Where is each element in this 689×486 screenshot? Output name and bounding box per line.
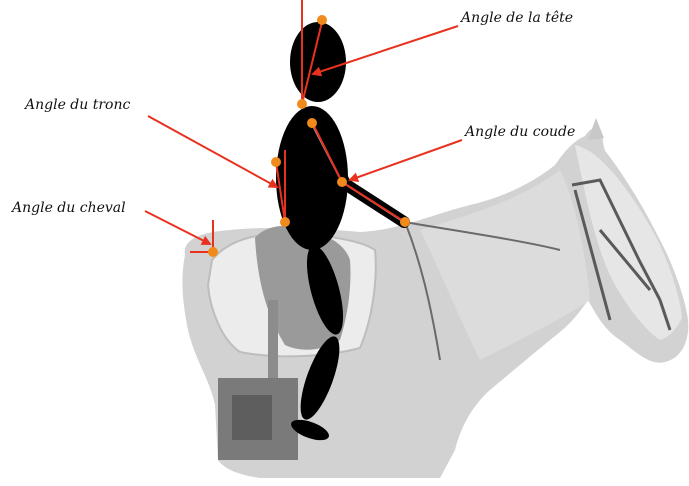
elbow-marker: [337, 177, 347, 187]
rider-head: [290, 22, 346, 102]
label-trunk-angle: Angle du tronc: [25, 97, 130, 113]
elbow-arrow: [350, 140, 462, 180]
shoulder-marker: [307, 118, 317, 128]
horse-ear: [588, 118, 604, 140]
label-horse-angle: Angle du cheval: [12, 200, 126, 216]
elbow-fore-line: [342, 182, 405, 222]
horse-arrow: [145, 211, 210, 244]
chest-marker: [271, 157, 281, 167]
horse-withers-marker: [208, 247, 218, 257]
label-head-angle: Angle de la tête: [461, 10, 573, 26]
hip-marker: [280, 217, 290, 227]
head-top-marker: [317, 15, 327, 25]
trunk-arrow: [148, 116, 277, 187]
label-elbow-angle: Angle du coude: [465, 124, 575, 140]
horse-image: [182, 118, 688, 478]
saddle-block-inner: [232, 395, 272, 440]
wrist-marker: [400, 217, 410, 227]
neck-marker: [297, 99, 307, 109]
